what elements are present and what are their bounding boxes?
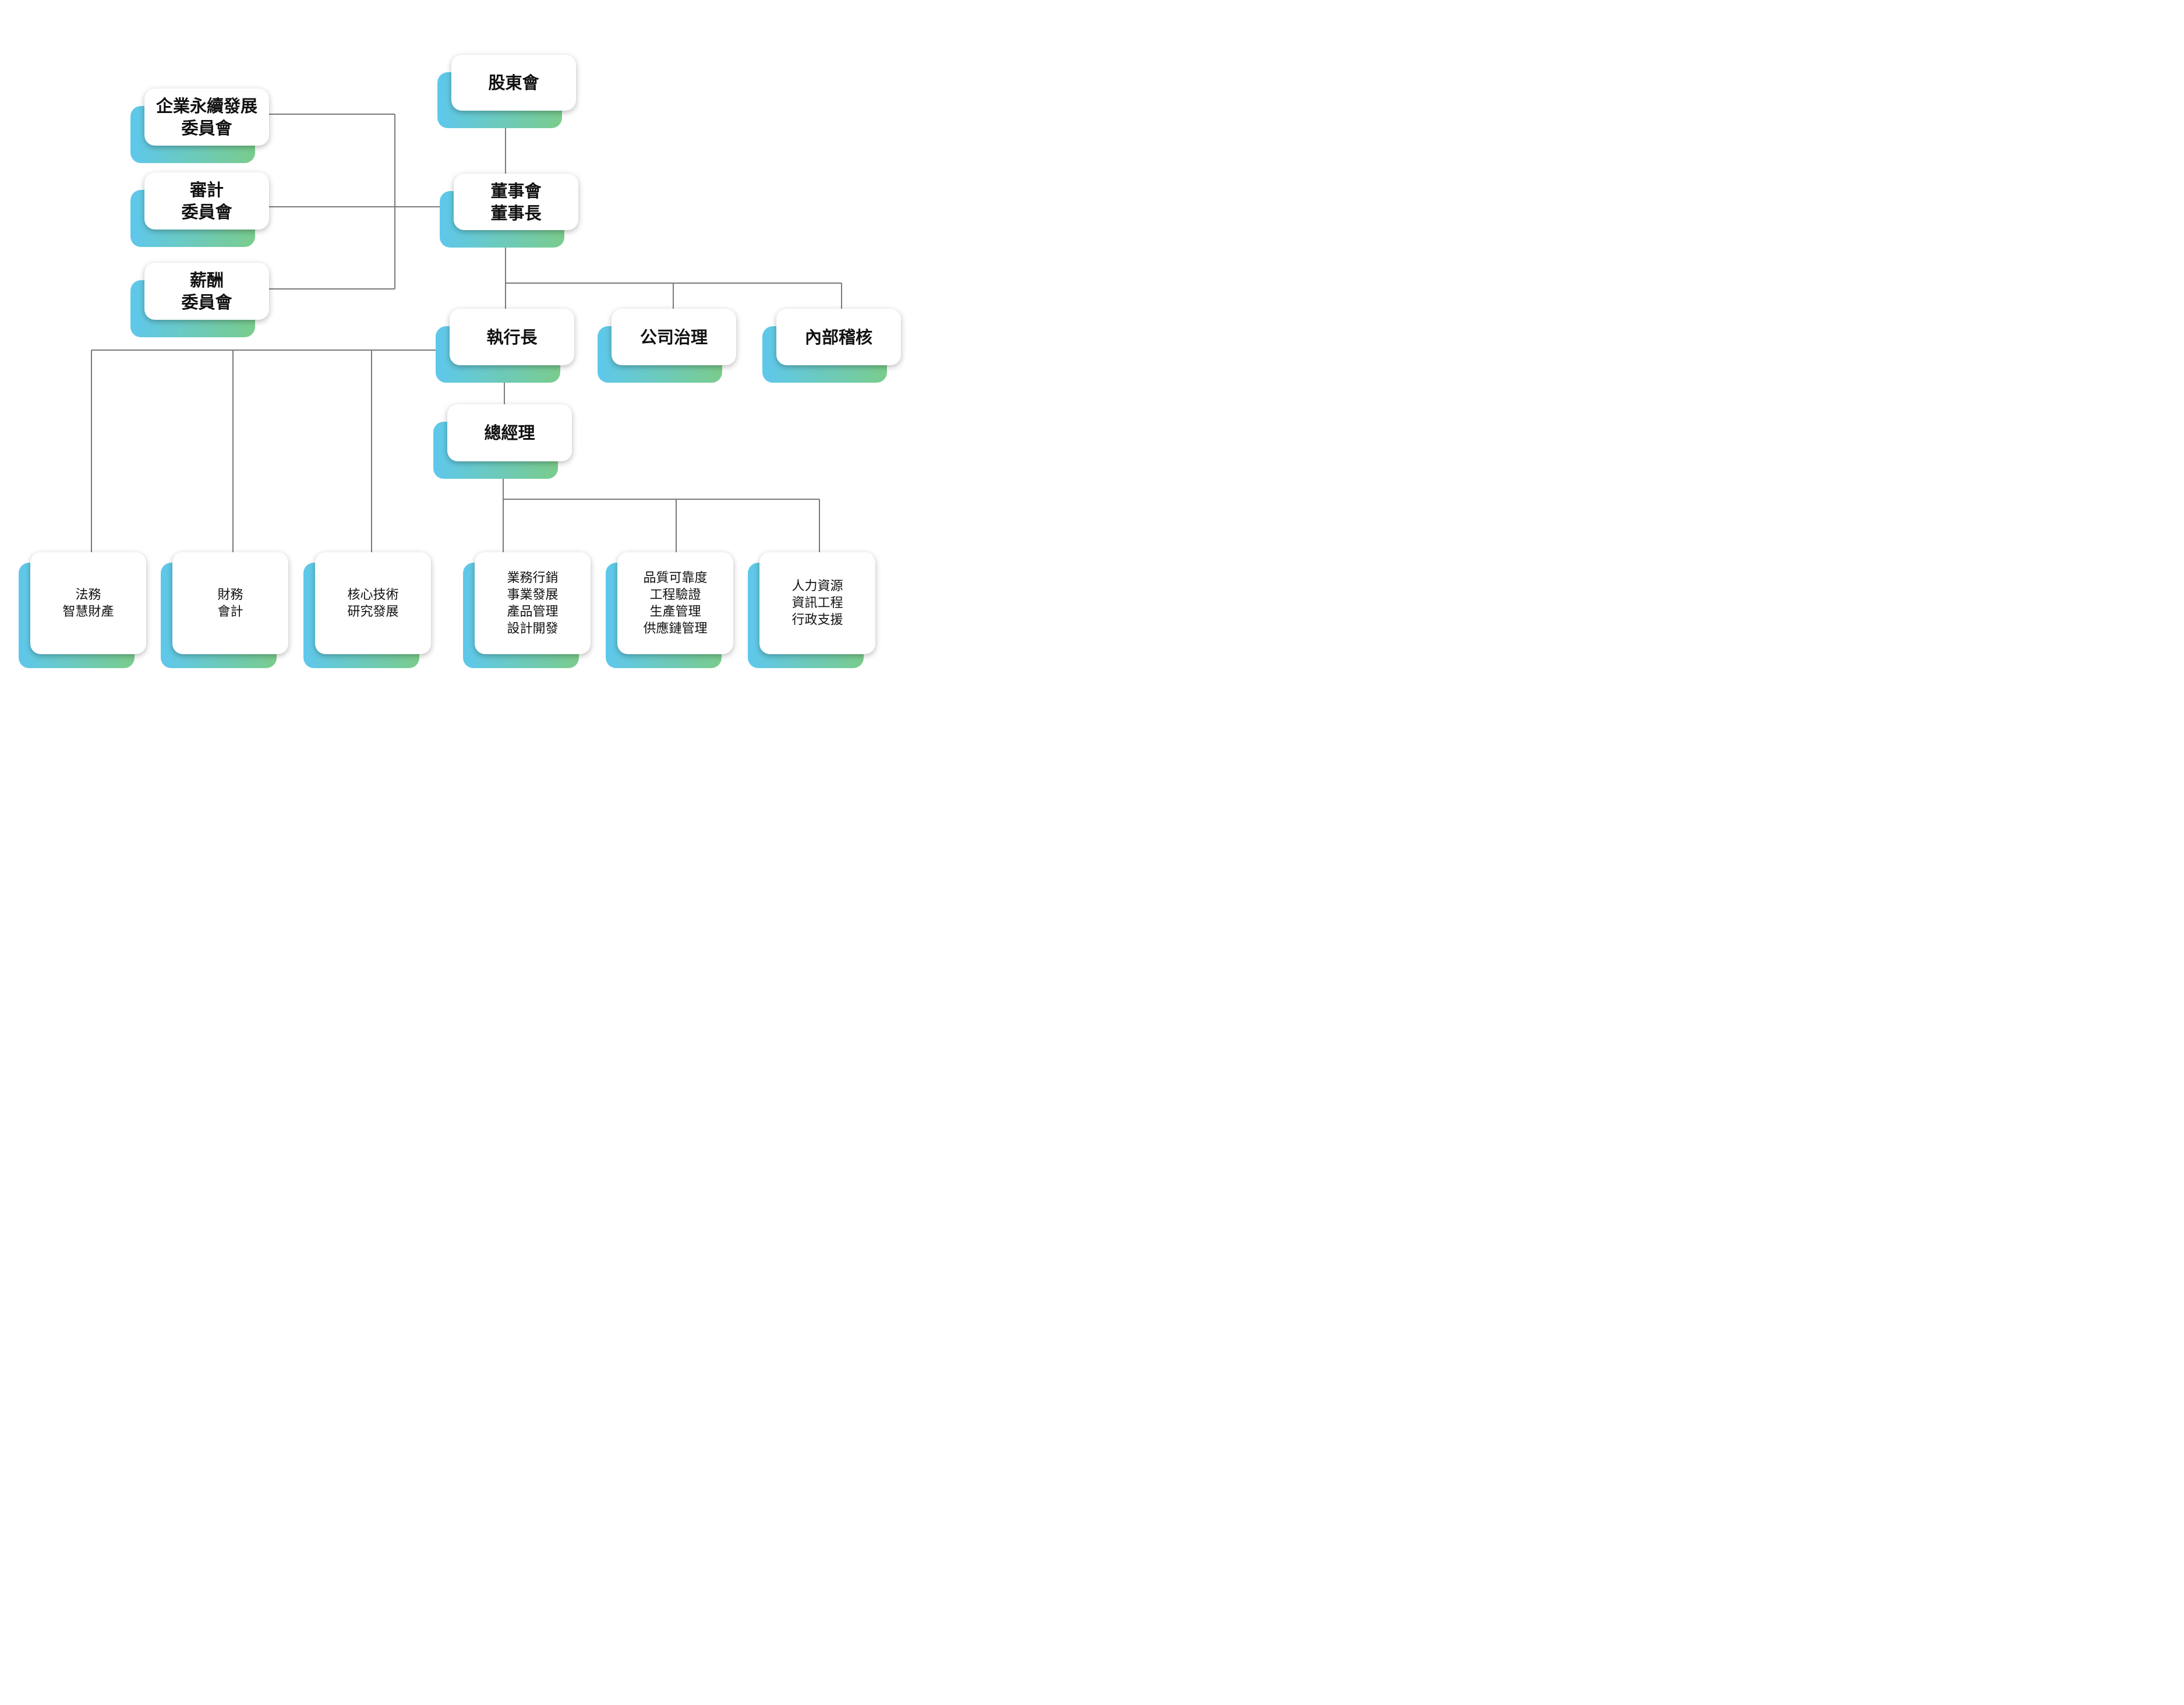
node-hr-it-admin-label: 人力資源 資訊工程 行政支援 xyxy=(791,579,843,627)
node-general-manager: 總經理 xyxy=(433,404,572,479)
org-chart: 股東會 董事會 董事長 企業永續發展 委員會 審計 委員會 薪酬 委員會 執行長… xyxy=(0,0,910,711)
node-core-tech-rd-label: 核心技術 研究發展 xyxy=(347,587,399,619)
node-ceo-label: 執行長 xyxy=(486,327,538,347)
node-internal-audit: 內部稽核 xyxy=(762,309,901,383)
node-internal-audit-label: 內部稽核 xyxy=(804,327,872,347)
node-quality-reliability: 品質可靠度 工程驗證 生產管理 供應鏈管理 xyxy=(606,552,733,668)
connector-lines xyxy=(91,114,842,552)
node-sales-marketing: 業務行銷 事業發展 產品管理 設計開發 xyxy=(463,552,591,668)
node-csr-committee-label: 企業永續發展 委員會 xyxy=(156,96,257,138)
node-audit-committee: 審計 委員會 xyxy=(130,172,269,247)
node-shareholders: 股東會 xyxy=(437,55,576,128)
node-legal-ip: 法務 智慧財產 xyxy=(19,552,146,668)
node-corporate-governance-label: 公司治理 xyxy=(639,327,708,347)
node-hr-it-admin: 人力資源 資訊工程 行政支援 xyxy=(748,552,875,668)
node-finance-accounting: 財務 會計 xyxy=(161,552,288,668)
node-board: 董事會 董事長 xyxy=(440,174,578,248)
node-board-label: 董事會 董事長 xyxy=(490,181,542,223)
node-core-tech-rd: 核心技術 研究發展 xyxy=(303,552,431,668)
node-sales-marketing-label: 業務行銷 事業發展 產品管理 設計開發 xyxy=(507,570,559,636)
node-csr-committee: 企業永續發展 委員會 xyxy=(130,89,269,163)
node-corporate-governance: 公司治理 xyxy=(598,309,736,383)
node-ceo: 執行長 xyxy=(436,309,574,383)
node-compensation-committee-label: 薪酬 委員會 xyxy=(181,270,232,312)
node-finance-accounting-label: 財務 會計 xyxy=(217,587,243,619)
node-general-manager-label: 總經理 xyxy=(484,423,535,443)
node-compensation-committee: 薪酬 委員會 xyxy=(130,263,269,337)
node-quality-reliability-label: 品質可靠度 工程驗證 生產管理 供應鏈管理 xyxy=(643,570,708,636)
node-legal-ip-label: 法務 智慧財產 xyxy=(62,587,114,619)
node-audit-committee-label: 審計 委員會 xyxy=(181,180,232,222)
node-shareholders-label: 股東會 xyxy=(488,73,539,93)
